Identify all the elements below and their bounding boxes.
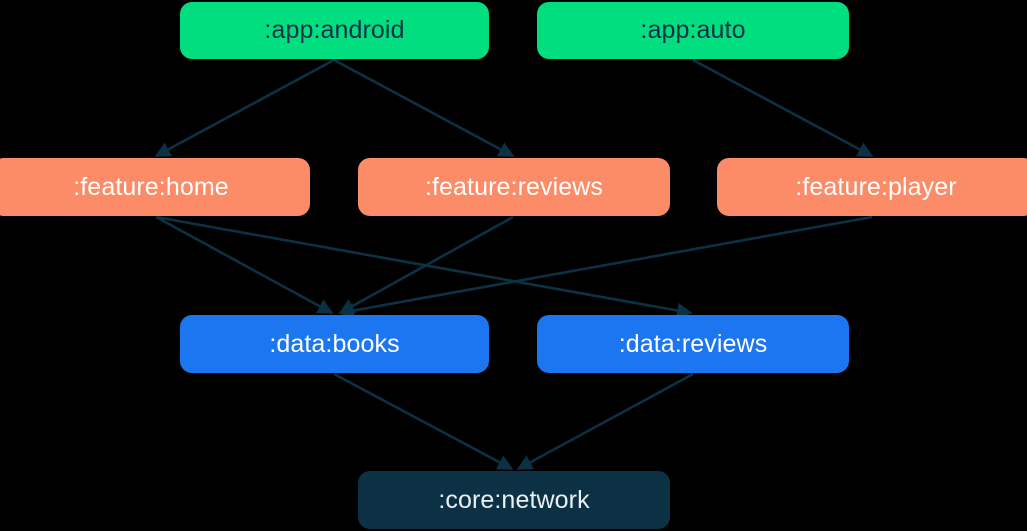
graph-edge (333, 58, 515, 158)
graph-node-label: :feature:reviews (424, 172, 604, 201)
graph-node-app-auto[interactable]: :app:auto (537, 2, 849, 59)
graph-node-label: :app:android (264, 16, 405, 44)
graph-node-feature-home[interactable]: :feature:home (0, 158, 310, 216)
graph-node-feature-reviews[interactable]: :feature:reviews (358, 158, 670, 216)
graph-edge (154, 58, 335, 158)
graph-node-data-reviews[interactable]: :data:reviews (537, 315, 849, 373)
graph-node-core-network[interactable]: :core:network (358, 471, 670, 529)
graph-node-label: :feature:player (795, 172, 957, 201)
graph-edge (333, 372, 514, 471)
graph-node-label: :feature:home (73, 172, 229, 201)
graph-node-data-books[interactable]: :data:books (180, 315, 489, 373)
graph-edge (692, 58, 874, 158)
graph-node-label: :app:auto (640, 16, 746, 44)
graph-node-label: :data:books (269, 329, 400, 358)
graph-node-label: :data:reviews (618, 329, 768, 358)
graph-edge (516, 372, 694, 471)
graph-edge (155, 215, 334, 315)
graph-edge (338, 215, 514, 315)
graph-edge (155, 215, 693, 319)
graph-node-label: :core:network (438, 485, 590, 514)
graph-node-feature-player[interactable]: :feature:player (717, 158, 1027, 216)
graph-node-app-android[interactable]: :app:android (180, 2, 489, 59)
graph-edge (338, 215, 873, 319)
